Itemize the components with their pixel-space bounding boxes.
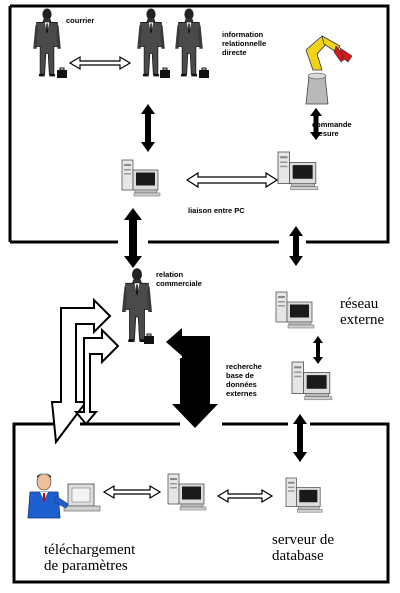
- solid-arrow-robot-pc: [310, 108, 322, 140]
- label-reseau-externe: réseau externe: [340, 296, 385, 328]
- robot-arm-icon: [305, 35, 353, 105]
- double-arrow-pc-serveur: [216, 488, 274, 504]
- pc-lower-middle-icon: [167, 473, 207, 511]
- solid-arrow-pc-serveur: [293, 414, 307, 462]
- double-arrow-courrier: [68, 55, 132, 71]
- pc-reseau-top-icon: [275, 291, 315, 329]
- pc-upper-left-icon: [121, 159, 161, 197]
- pc-upper-right-icon: [277, 151, 319, 191]
- operator-at-computer-icon: [27, 473, 101, 519]
- lower-frame: [12, 422, 390, 584]
- hollow-bent-arrow-outer: [50, 297, 112, 445]
- double-arrow-operator-pc: [102, 484, 162, 500]
- solid-arrow-reseau-pcs: [313, 336, 323, 364]
- solid-bent-arrow: [166, 328, 218, 428]
- person-courrier-icon: [32, 7, 68, 79]
- person-info-left-icon: [136, 7, 171, 79]
- label-commande-mesure: commande mesure: [312, 120, 352, 138]
- label-telechargement: téléchargement de paramètres: [44, 542, 136, 574]
- pc-reseau-bottom-icon: [291, 361, 333, 401]
- label-courrier: courrier: [66, 16, 95, 25]
- pc-serveur-icon: [285, 477, 323, 513]
- upper-frame: [10, 4, 390, 244]
- label-recherche-base: recherche base de données externes: [226, 362, 262, 398]
- person-info-right-icon: [174, 7, 210, 79]
- solid-arrow-pc-reseau: [289, 226, 303, 266]
- label-information-relationnelle: information relationnelle directe: [222, 30, 267, 57]
- label-serveur-database: serveur de database: [272, 532, 335, 564]
- label-relation-commerciale: relation commerciale: [156, 270, 202, 288]
- solid-arrow-pc-relation: [124, 208, 142, 268]
- solid-arrow-person-pc: [141, 104, 155, 152]
- hollow-bent-arrow-inner: [73, 327, 120, 426]
- label-liaison-pc: liaison entre PC: [188, 206, 245, 215]
- person-relation-commerciale-icon: [121, 267, 155, 345]
- double-arrow-liaison-pc: [185, 171, 279, 189]
